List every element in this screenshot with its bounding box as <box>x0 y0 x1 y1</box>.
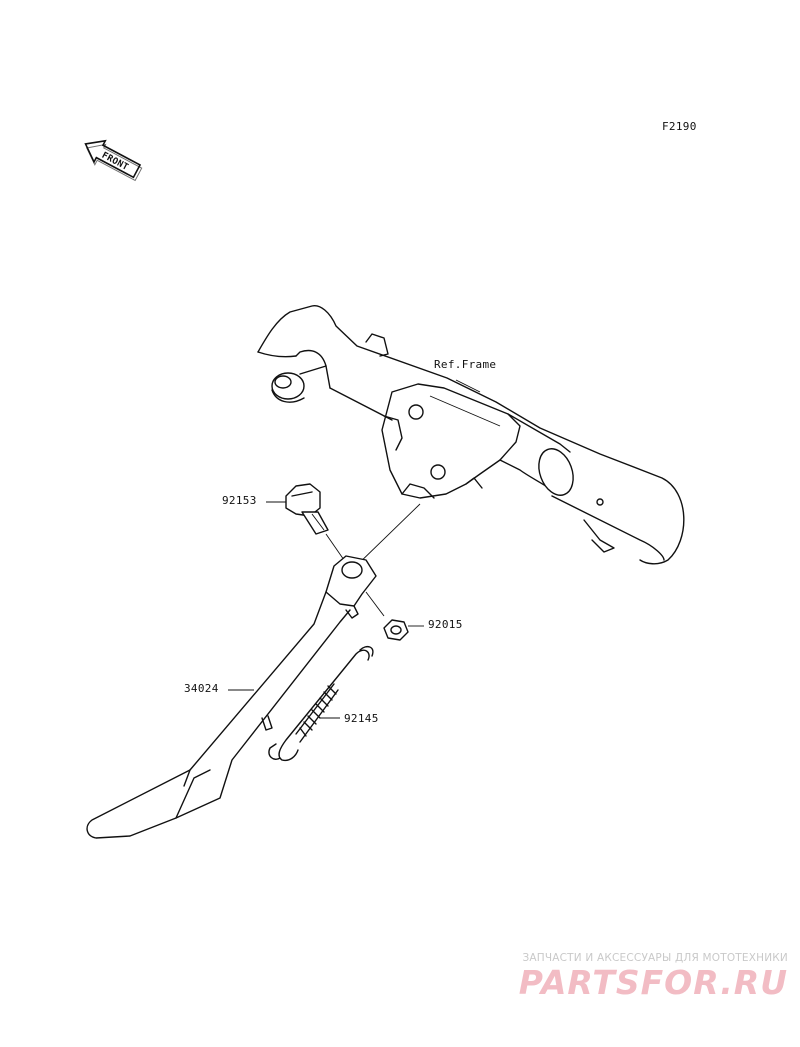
ref-frame-label: Ref.Frame <box>434 358 496 371</box>
watermark-tagline: ЗАПЧАСТИ И АКСЕССУАРЫ ДЛЯ МОТОТЕХНИКИ <box>522 952 788 964</box>
frame-drawing <box>257 305 685 565</box>
part-label-34024: 34024 <box>184 682 219 695</box>
part-label-92145: 92145 <box>344 712 379 725</box>
front-arrow-icon: FRONT <box>84 139 143 182</box>
spring-92145 <box>268 645 374 762</box>
nut-92015 <box>365 591 409 641</box>
diagram-code: F2190 <box>662 120 697 133</box>
watermark-logo: PARTSFOR.RU <box>518 963 788 1002</box>
side-stand-34024 <box>86 555 377 839</box>
watermark: ЗАПЧАСТИ И АКСЕССУАРЫ ДЛЯ МОТОТЕХНИКИ PA… <box>488 952 788 1000</box>
bolt-92153 <box>285 483 345 561</box>
part-label-92015: 92015 <box>428 618 463 631</box>
part-label-92153: 92153 <box>222 494 257 507</box>
